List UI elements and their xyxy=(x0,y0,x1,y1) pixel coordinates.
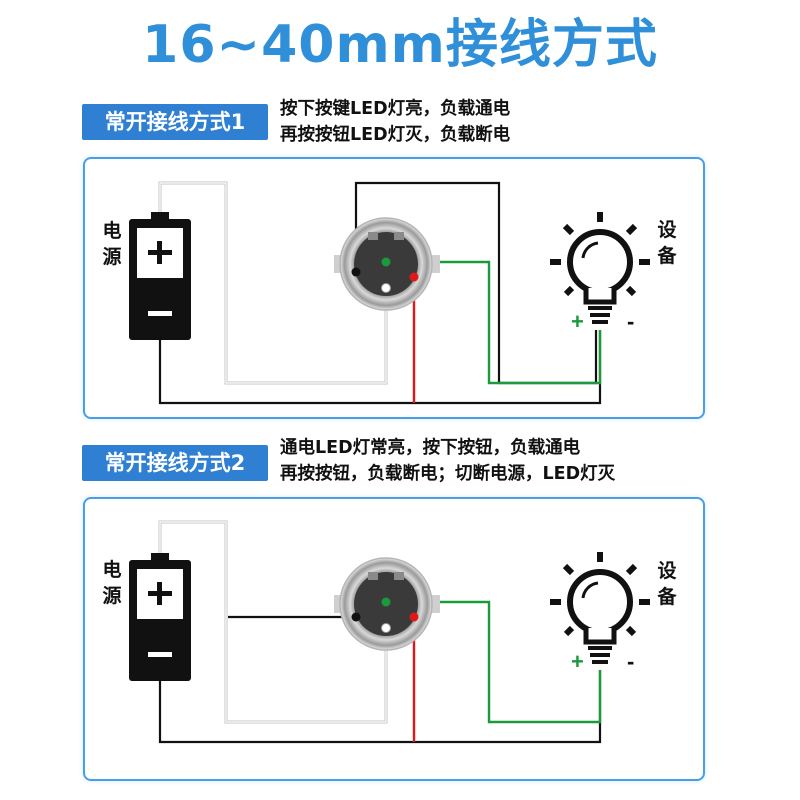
device-label-1: 设备 xyxy=(654,217,680,269)
bulb-plus-sign-1: + xyxy=(571,309,584,334)
wiring-method-2-desc-line-2: 再按按钮，负载断电；切断电源，LED灯灭 xyxy=(280,464,616,484)
wiring-method-2-description: 通电LED灯常亮，按下按钮，负载通电 再按按钮，负载断电；切断电源，LED灯灭 xyxy=(280,435,615,487)
push-button-switch-icon xyxy=(334,217,440,311)
push-button-switch-icon xyxy=(334,557,440,651)
light-bulb-icon xyxy=(550,552,650,664)
power-label-2-text: 电源 xyxy=(102,559,122,607)
light-bulb-icon xyxy=(550,212,650,324)
wiring-method-1-tag: 常开接线方式1 xyxy=(82,104,268,140)
bulb-plus-sign-2: + xyxy=(571,649,584,674)
power-label-2: 电源 xyxy=(99,557,125,609)
green-wire-1 xyxy=(386,260,602,385)
power-label-1: 电源 xyxy=(99,218,125,270)
diagram-2: + - xyxy=(129,520,650,744)
green-wire-2 xyxy=(386,600,602,724)
wiring-method-1-desc-line-2: 再按按钮LED灯灭，负载断电 xyxy=(280,125,511,145)
diagram-1: + - xyxy=(129,181,650,405)
wires-1 xyxy=(158,181,602,405)
wiring-method-1-desc-line-1: 按下按键LED灯亮，负载通电 xyxy=(280,99,511,119)
device-label-2: 设备 xyxy=(654,558,680,610)
wiring-method-1-description: 按下按键LED灯亮，负载通电 再按按钮LED灯灭，负载断电 xyxy=(280,96,510,148)
battery-icon xyxy=(129,212,191,340)
bulb-minus-sign-2: - xyxy=(627,649,634,674)
wiring-method-2-desc-line-1: 通电LED灯常亮，按下按钮，负载通电 xyxy=(280,438,581,458)
page-title: 16~40mm接线方式 xyxy=(142,15,658,75)
white-wire-1-inner xyxy=(159,182,387,384)
bulb-minus-sign-1: - xyxy=(627,309,634,334)
device-label-2-text: 设备 xyxy=(657,560,677,608)
black-wire-1b xyxy=(354,181,598,385)
white-wire-2-inner xyxy=(159,521,387,723)
wiring-method-2-tag: 常开接线方式2 xyxy=(82,445,268,481)
device-label-1-text: 设备 xyxy=(657,219,677,267)
battery-icon xyxy=(129,553,191,681)
power-label-1-text: 电源 xyxy=(102,220,122,268)
